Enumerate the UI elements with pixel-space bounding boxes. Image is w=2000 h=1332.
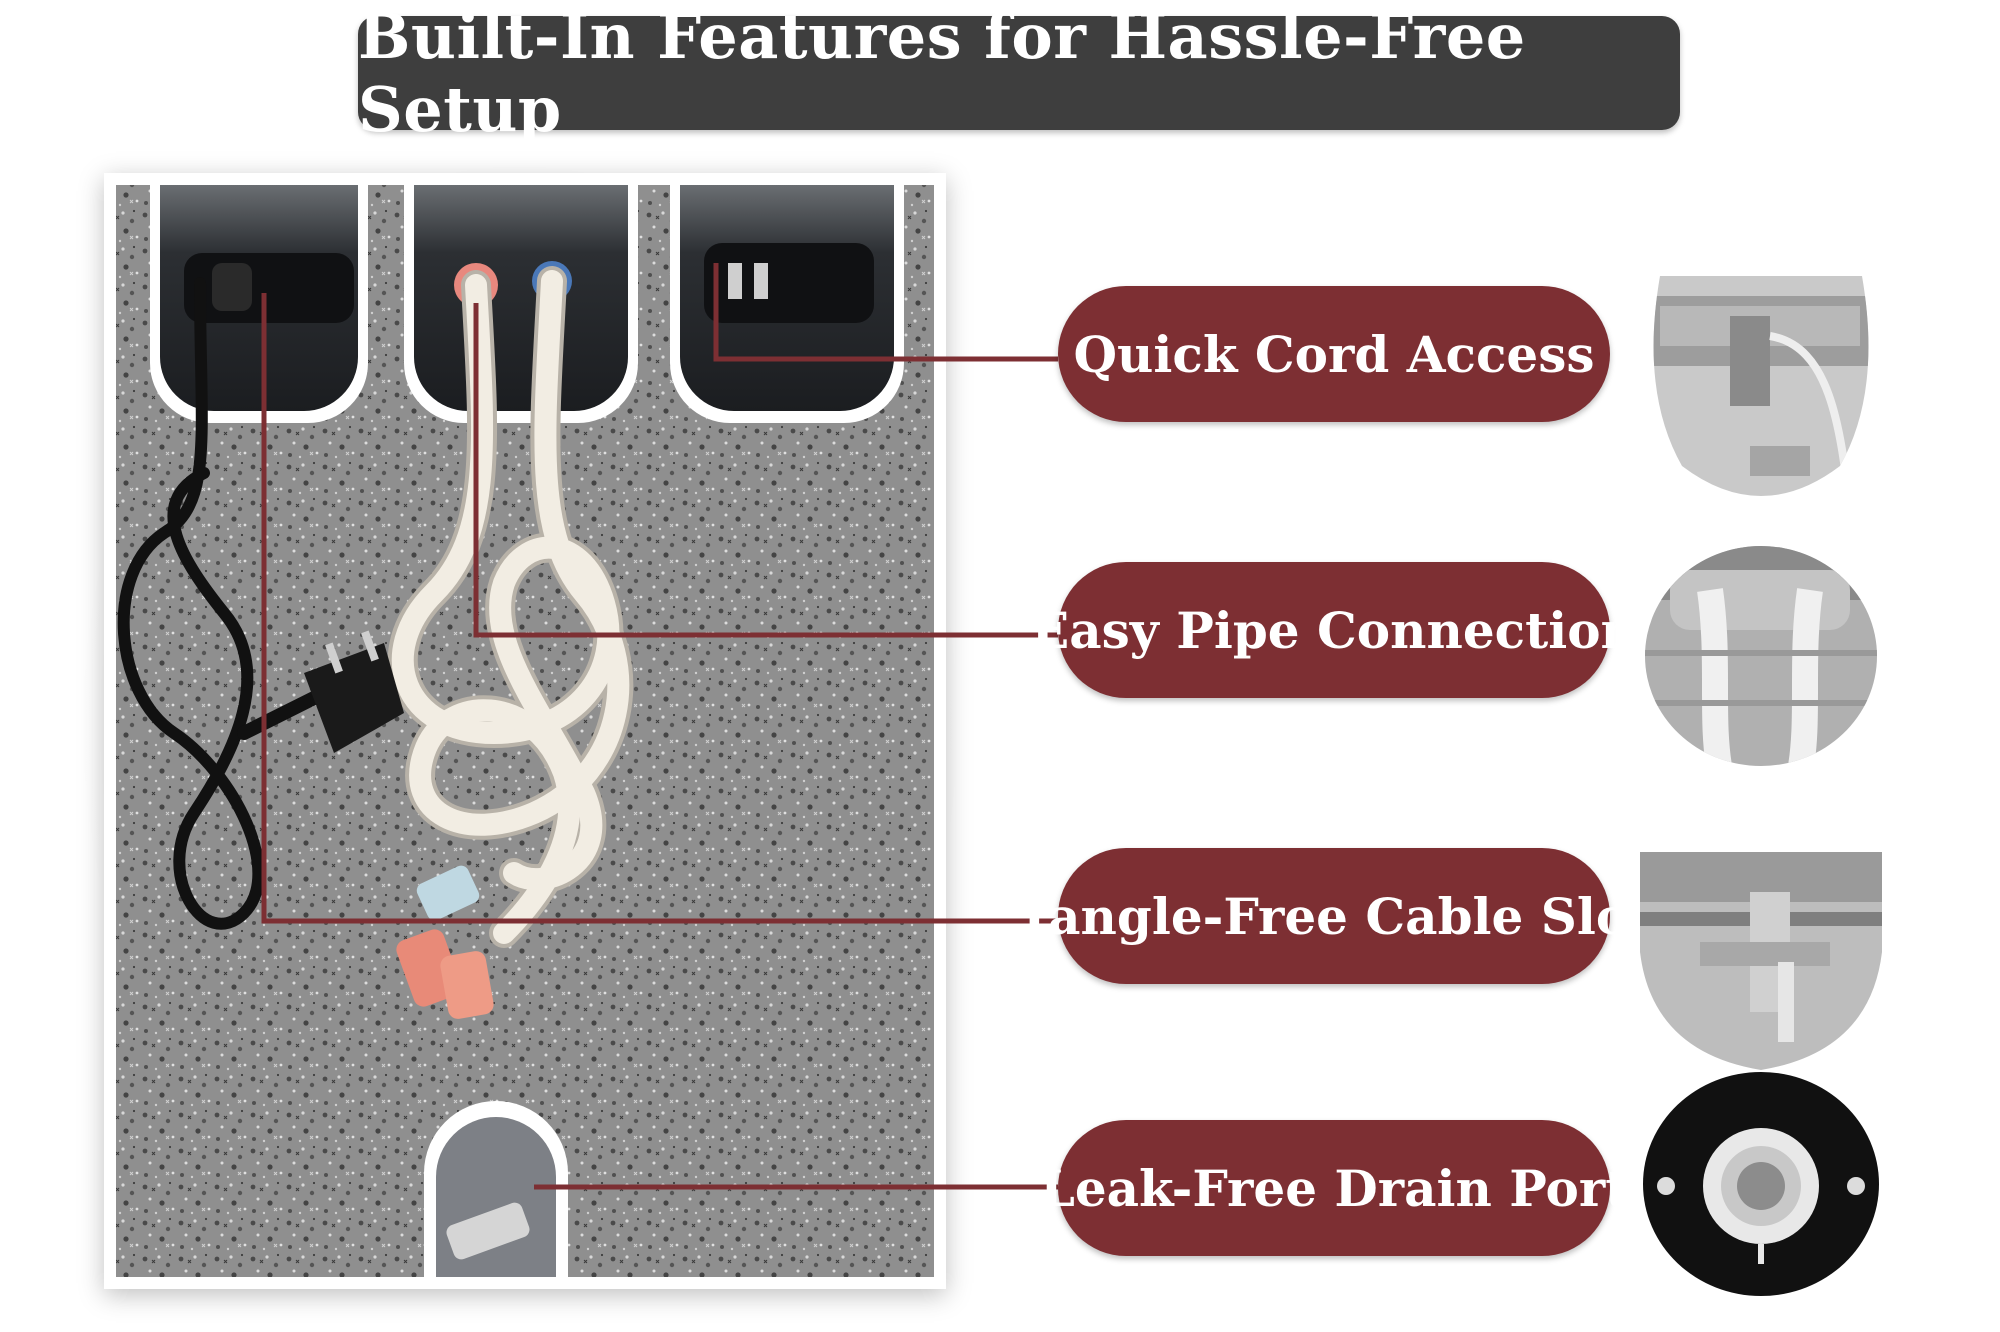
power-cord [117,277,331,930]
pipe-inlet-closeup-icon [1640,540,1882,772]
cable-slot-closeup-icon [1640,852,1882,1084]
feature-label: Easy Pipe Connection [1031,600,1637,660]
feature-label: Leak-Free Drain Port [1039,1158,1629,1218]
feature-pill-leak-free-drain-port: Leak-Free Drain Port [1040,1120,1628,1256]
feature-label: Tangle-Free Cable Slot [1015,886,1653,946]
power-plug [304,630,404,753]
bottom-drain-opening [424,1101,568,1277]
feature-label: Quick Cord Access [1073,324,1595,384]
top-slot-left [150,185,368,423]
top-slot-middle [404,185,638,423]
hose-connector-ends [396,865,494,1019]
top-slot-right [670,185,904,423]
appliance-back-panel [104,173,946,1289]
feature-pill-quick-cord-access: Quick Cord Access [1058,286,1610,422]
back-panel-illustration [116,185,946,1277]
page-title: Built-In Features for Hassle-Free Setup [358,0,1526,146]
water-hoses [387,266,634,948]
title-banner: Built-In Features for Hassle-Free Setup [358,0,1680,146]
cord-plug-closeup-icon [1640,276,1882,508]
leader-lines-panel [261,263,946,1190]
drain-port-closeup-icon [1640,1068,1882,1300]
feature-pill-easy-pipe-connection: Easy Pipe Connection [1031,562,1637,698]
feature-pill-tangle-free-cable-slot: Tangle-Free Cable Slot [1016,848,1652,984]
